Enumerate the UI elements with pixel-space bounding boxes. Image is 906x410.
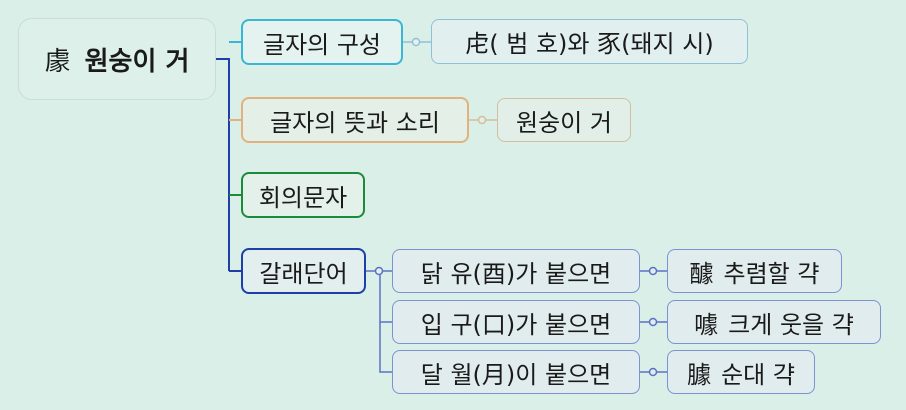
derived-item-3-reading[interactable]: 臄 순대 갹 xyxy=(667,350,815,394)
derived-item-1-reading[interactable]: 醵 추렴할 갹 xyxy=(667,249,842,293)
derived-item-1-reading-text: 추렴할 갹 xyxy=(723,259,820,288)
derived-item-1[interactable]: 닭 유(酉)가 붙으면 xyxy=(392,249,640,293)
derived-item-3-reading-text: 순대 갹 xyxy=(721,360,795,389)
root-node[interactable]: 豦 원숭이 거 xyxy=(18,18,216,100)
branch-meaning-label: 글자의 뜻과 소리 xyxy=(270,108,440,137)
derived-item-2[interactable]: 입 구(口)가 붙으면 xyxy=(392,300,640,344)
derived-item-2-label: 입 구(口)가 붙으면 xyxy=(420,310,612,339)
derived-item-1-label: 닭 유(酉)가 붙으면 xyxy=(420,259,612,288)
derived-item-3-label: 달 월(月)이 붙으면 xyxy=(420,360,612,389)
meaning-detail-text: 원숭이 거 xyxy=(516,108,612,137)
derived-item-2-reading-text: 크게 웃을 갹 xyxy=(728,310,854,339)
branch-derived-label: 갈래단어 xyxy=(259,259,348,288)
branch-derived[interactable]: 갈래단어 xyxy=(241,248,366,294)
branch-meaning[interactable]: 글자의 뜻과 소리 xyxy=(241,97,469,143)
branch-type[interactable]: 회의문자 xyxy=(241,172,365,218)
meaning-detail[interactable]: 원숭이 거 xyxy=(497,98,631,142)
branch-composition-label: 글자의 구성 xyxy=(262,30,382,59)
branch-composition[interactable]: 글자의 구성 xyxy=(241,19,403,65)
derived-item-3[interactable]: 달 월(月)이 붙으면 xyxy=(392,350,640,394)
root-hanja: 豦 xyxy=(44,46,71,77)
derived-item-2-hanja: 噱 xyxy=(694,310,719,339)
composition-detail[interactable]: 虍( 범 호)와 豕(돼지 시) xyxy=(431,19,748,64)
derived-item-1-hanja: 醵 xyxy=(689,259,714,288)
composition-detail-text: 虍( 범 호)와 豕(돼지 시) xyxy=(465,30,714,58)
derived-item-3-hanja: 臄 xyxy=(687,360,712,389)
derived-item-2-reading[interactable]: 噱 크게 웃을 갹 xyxy=(667,300,881,344)
branch-type-label: 회의문자 xyxy=(258,183,348,212)
root-label: 원숭이 거 xyxy=(84,46,190,77)
